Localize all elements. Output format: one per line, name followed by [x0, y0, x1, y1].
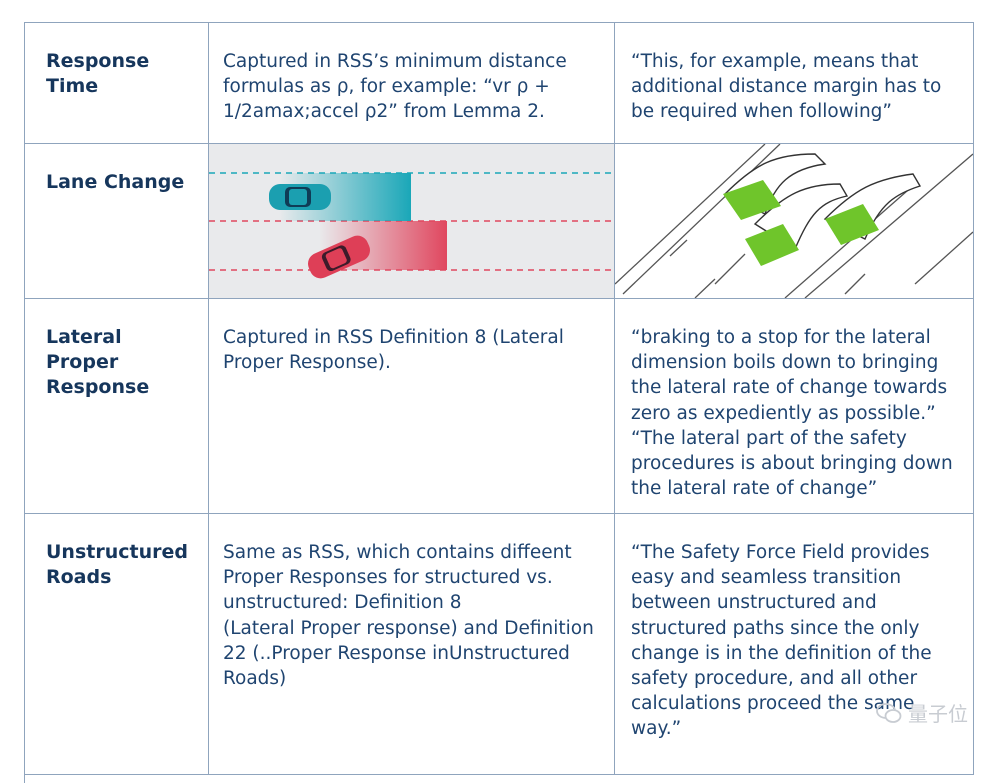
sff-text: “This, for example, means that additiona…: [631, 51, 942, 123]
row-label-cell: Unstructured Roads: [25, 514, 209, 774]
rss-cell: Same as RSS, which contains diffeent Pro…: [209, 514, 615, 774]
rss-text: Captured in RSS Definition 8 (Lateral Pr…: [223, 327, 564, 374]
row-label: Response Time: [46, 50, 150, 97]
green-zone: [825, 204, 879, 245]
rss-cell: Captured in RSS’s minimum distance formu…: [209, 23, 615, 143]
table-row: Unstructured Roads Same as RSS, which co…: [25, 514, 974, 775]
green-zone: [723, 180, 781, 220]
sff-cell: “braking to a stop for the lateral dimen…: [615, 299, 974, 513]
row-label-cell: Lane Change: [25, 144, 209, 298]
rss-text: Same as RSS, which contains diffeent Pro…: [223, 542, 594, 690]
sff-lane-change-illustration: [615, 144, 974, 298]
lane-change-cars-figure: [209, 172, 614, 279]
table-row: Response Time Captured in RSS’s minimum …: [25, 23, 974, 144]
watermark-text: 量子位: [908, 702, 968, 726]
sff-text: “The Safety Force Field provides easy an…: [631, 542, 932, 740]
row-label-cell: Lateral Proper Response: [25, 299, 209, 513]
sff-text: “braking to a stop for the lateral dimen…: [631, 327, 953, 500]
table-row: Lateral Proper Response Captured in RSS …: [25, 299, 974, 514]
sff-cell: “The Safety Force Field provides easy an…: [615, 514, 974, 774]
comparison-table: Response Time Captured in RSS’s minimum …: [24, 22, 974, 783]
table-row: Lane Change: [25, 144, 974, 299]
row-label-cell: Response Time: [25, 23, 209, 143]
row-label: Unstructured Roads: [46, 541, 188, 588]
rss-cell: Captured in RSS Definition 8 (Lateral Pr…: [209, 299, 615, 513]
row-label: Lateral Proper Response: [46, 326, 150, 398]
row-label: Lane Change: [46, 171, 185, 193]
safety-force-field-paths-figure: [615, 144, 973, 298]
rss-text: Captured in RSS’s minimum distance formu…: [223, 51, 567, 123]
sff-cell: “This, for example, means that additiona…: [615, 23, 974, 143]
watermark: 量子位: [876, 698, 968, 727]
rss-lane-change-illustration: [209, 144, 615, 298]
red-car-icon: [308, 235, 370, 279]
green-zone: [745, 224, 799, 266]
teal-car-icon: [269, 184, 331, 210]
wechat-icon: [876, 702, 902, 723]
